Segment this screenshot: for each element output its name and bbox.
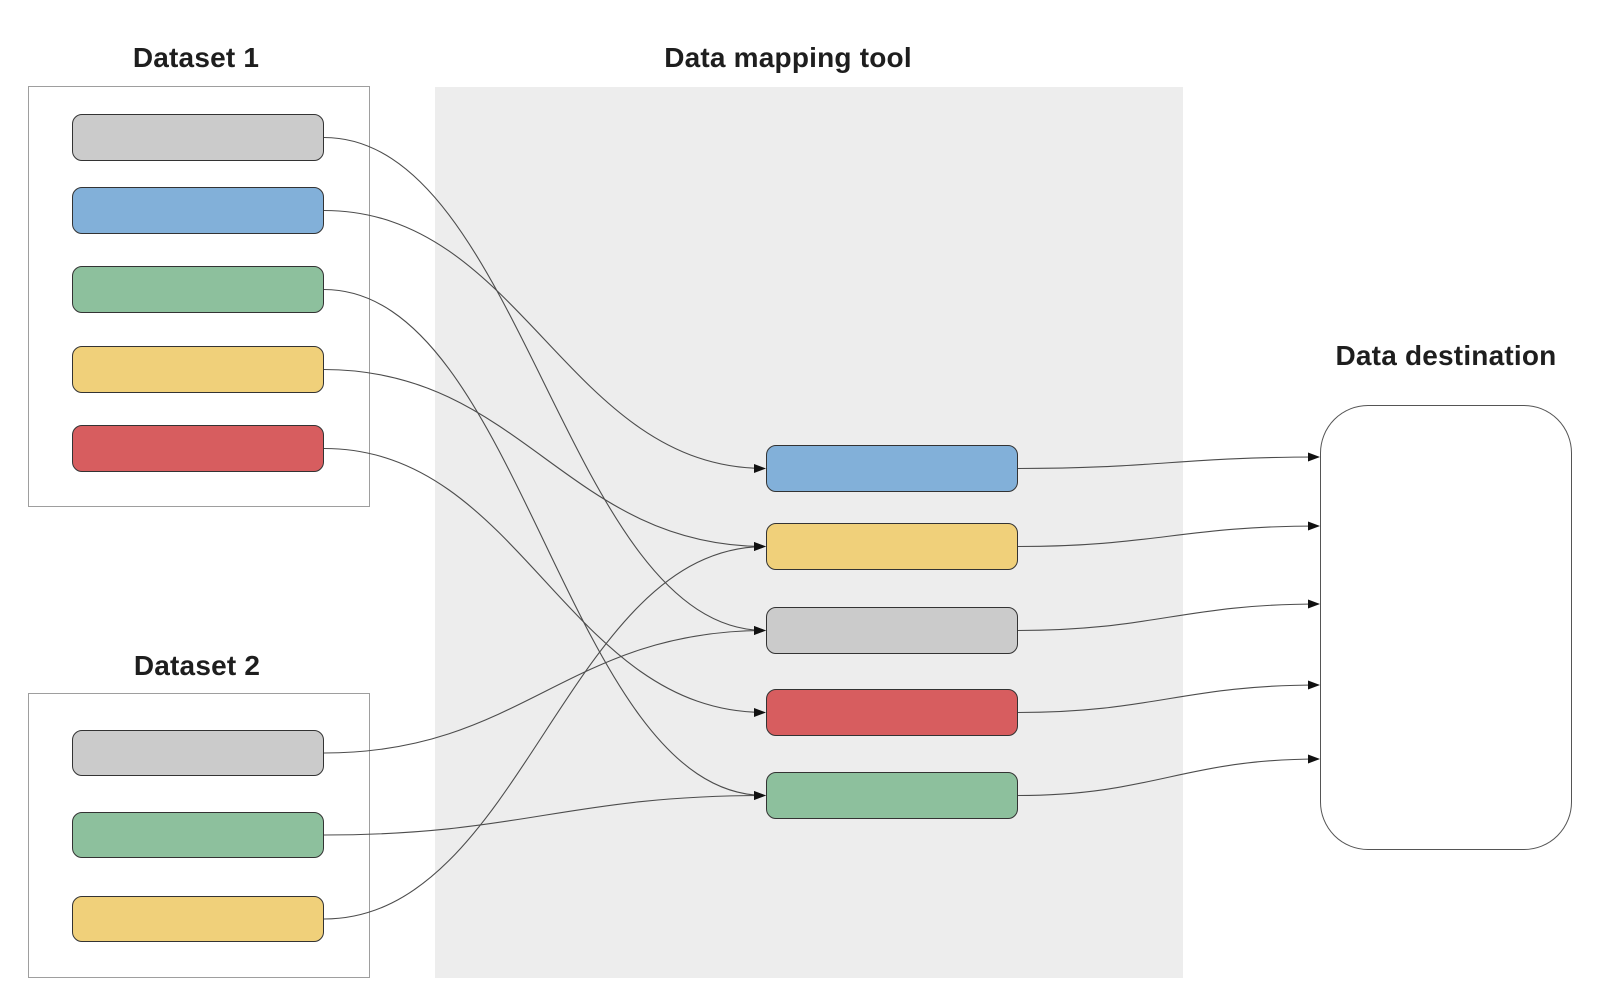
- destination-title: Data destination: [1335, 340, 1557, 371]
- map-red-field: [766, 689, 1018, 736]
- d1-gray-field: [72, 114, 324, 161]
- dataset2-title: Dataset 2: [133, 650, 261, 681]
- map-blue-field: [766, 445, 1018, 492]
- dataset1-title: Dataset 1: [132, 42, 260, 73]
- d1-yellow-field: [72, 346, 324, 393]
- d1-red-field: [72, 425, 324, 472]
- map-green-field: [766, 772, 1018, 819]
- d2-green-field: [72, 812, 324, 858]
- mapping-tool-title: Data mapping tool: [664, 42, 912, 73]
- d1-green-field: [72, 266, 324, 313]
- map-yellow-field: [766, 523, 1018, 570]
- d1-blue-field: [72, 187, 324, 234]
- d2-yellow-field: [72, 896, 324, 942]
- d2-gray-field: [72, 730, 324, 776]
- destination-box: [1320, 405, 1572, 850]
- map-gray-field: [766, 607, 1018, 654]
